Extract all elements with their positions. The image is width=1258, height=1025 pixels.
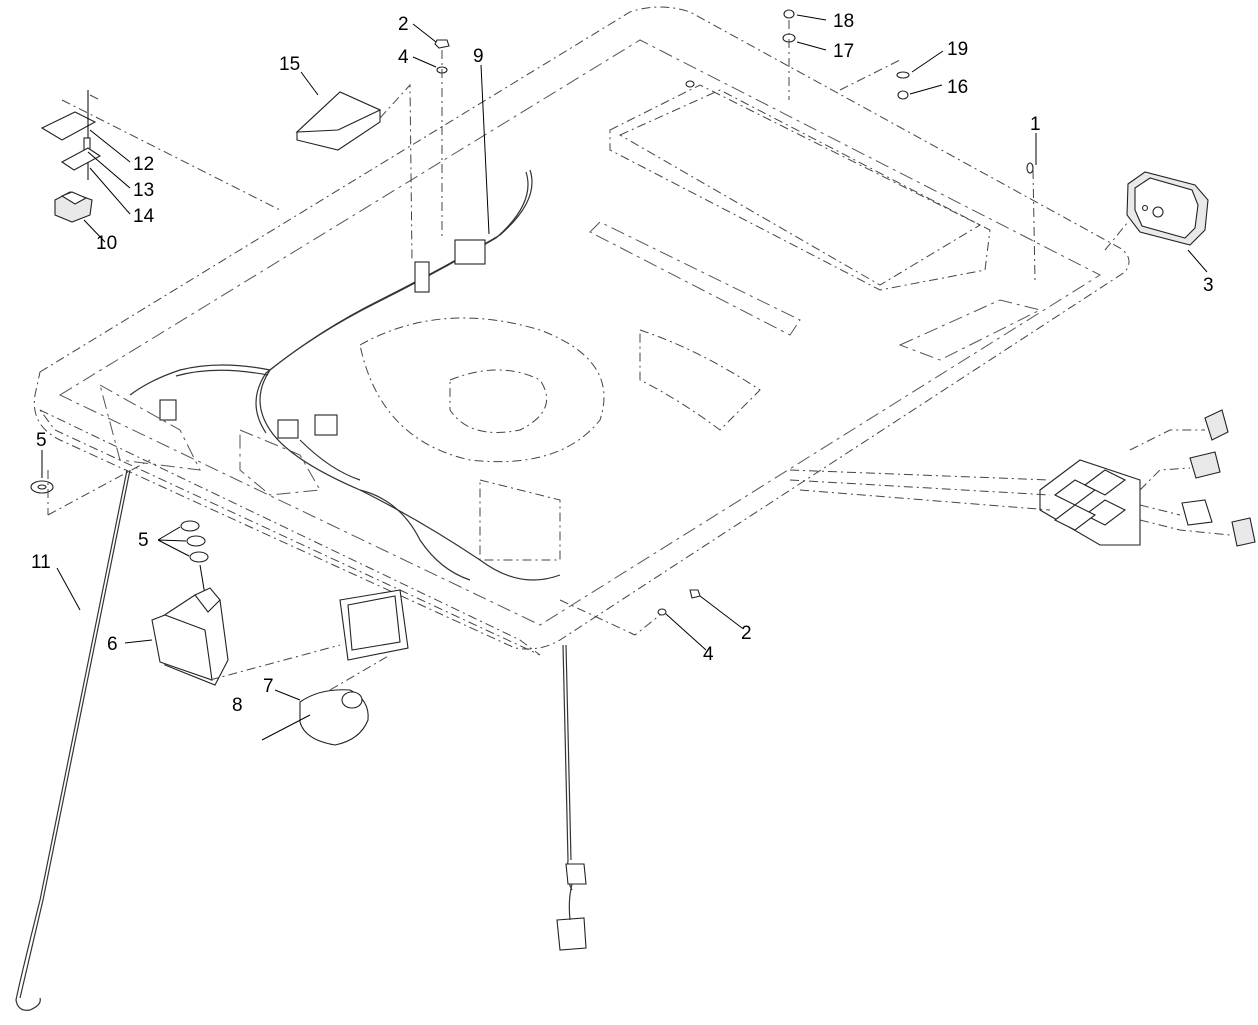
callout-8: 8	[232, 695, 243, 716]
callout-4-bottom: 4	[703, 644, 714, 665]
bracket-assembly	[40, 90, 281, 211]
module-box	[295, 83, 413, 261]
dome-light	[261, 654, 391, 746]
callout-18: 18	[833, 11, 854, 32]
callout-10: 10	[96, 233, 117, 254]
callout-5-left: 5	[36, 430, 47, 451]
callout-13: 13	[133, 180, 154, 201]
callout-15: 15	[279, 54, 300, 75]
washers	[30, 459, 209, 563]
callout-11: 11	[31, 552, 51, 573]
callout-5-stack: 5	[138, 530, 149, 551]
callout-1: 1	[1030, 114, 1041, 135]
callout-leaders	[41, 14, 1208, 701]
long-cable	[15, 469, 131, 1011]
nut-washer-top	[434, 39, 450, 240]
drop-cable	[556, 644, 587, 951]
skirt-light	[339, 589, 409, 661]
rear-work-light	[1104, 171, 1209, 251]
harness-plug	[414, 261, 430, 293]
callout-2-top: 2	[398, 14, 409, 35]
front-work-light	[151, 564, 341, 686]
callout-9: 9	[473, 46, 484, 67]
nut-washer-bottom	[559, 589, 701, 636]
callout-labels: 2 4 9 15 18 17 19 16 1 3 12 13 14 10 5 5…	[31, 11, 1214, 716]
callout-12: 12	[133, 154, 154, 175]
callout-6: 6	[107, 634, 118, 655]
harness-connector	[454, 239, 486, 265]
callout-14: 14	[133, 206, 155, 227]
roof-front-skirt	[39, 409, 541, 656]
wire-harness	[129, 169, 561, 581]
callout-3: 3	[1203, 275, 1214, 296]
callout-4-top: 4	[398, 47, 409, 68]
callout-16: 16	[947, 77, 968, 98]
rocker-switch	[54, 191, 93, 223]
switch-panel	[789, 409, 1256, 547]
top-hardware	[685, 9, 1036, 281]
callout-7: 7	[263, 676, 274, 697]
callout-2-bottom: 2	[741, 623, 752, 644]
callout-19: 19	[947, 39, 968, 60]
callout-17: 17	[833, 41, 854, 62]
